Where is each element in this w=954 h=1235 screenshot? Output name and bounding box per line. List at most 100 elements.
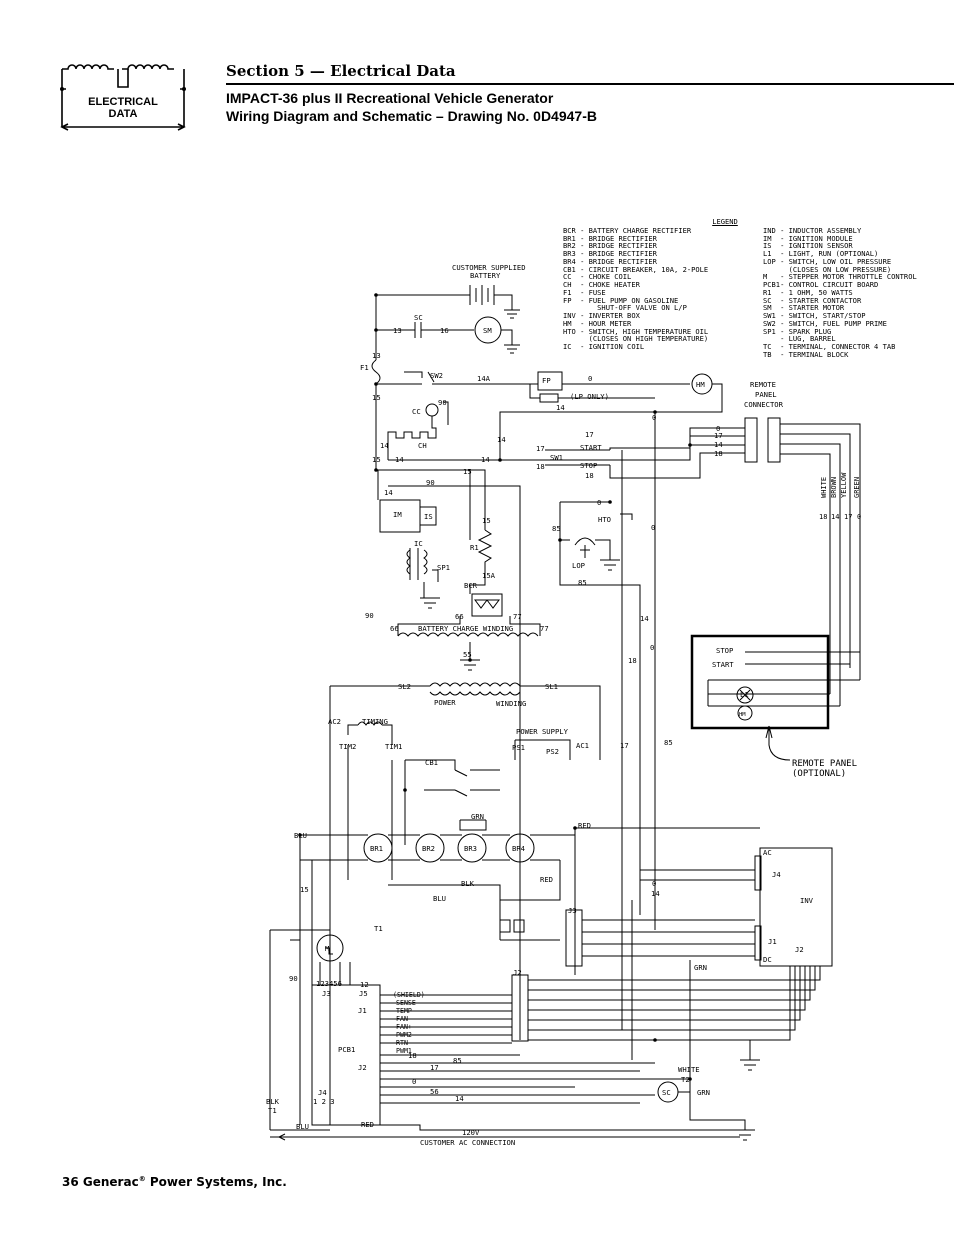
wire-17b: 17 <box>585 430 594 439</box>
label-ch: CH <box>418 441 427 450</box>
label-tim1: TIM1 <box>385 742 402 751</box>
wire-14e: 14 <box>395 455 404 464</box>
label-j4-inv: J4 <box>772 870 781 879</box>
legend-entry-left: (CLOSES ON HIGH TEMPERATURE) <box>563 335 709 343</box>
wire-17a: 17 <box>714 431 723 440</box>
label-sp1: SP1 <box>437 563 450 572</box>
label-blu-3: BLU <box>296 1122 309 1131</box>
label-j1-board: J1 <box>358 1006 367 1015</box>
footer-company: Generac <box>82 1175 139 1189</box>
wire-15a: 15 <box>372 393 381 402</box>
coil-logo-icon <box>60 64 186 131</box>
label-rc-green: GREEN <box>853 477 861 498</box>
wire-90d: 90 <box>289 974 298 983</box>
legend-entry-left: BR1 - BRIDGE RECTIFIER <box>563 234 657 243</box>
label-grn-1: GRN <box>471 812 484 821</box>
wire-13b: 13 <box>372 351 381 360</box>
label-j4-pins: 1 2 3 <box>313 1097 335 1106</box>
label-blk-2: BLK <box>266 1097 280 1106</box>
label-j2-inv: J2 <box>795 945 804 954</box>
legend-entry-right: - LUG, BARREL <box>763 334 836 344</box>
label-j3-board: J3 <box>322 989 331 998</box>
legend-entry-left: HTO - SWITCH, HIGH TEMPERATURE OIL <box>563 327 709 336</box>
label-sc: SC <box>414 313 423 322</box>
wire-85a: 85 <box>552 524 561 533</box>
legend-entry-right: TB - TERMINAL BLOCK <box>763 349 849 359</box>
pcb-pin-sense: SENSE <box>396 999 416 1007</box>
wire-16: 16 <box>440 326 449 335</box>
label-rp-hm: HM <box>739 712 746 718</box>
legend-entry-left: BR3 - BRIDGE RECTIFIER <box>563 250 657 258</box>
label-grn-3: GRN <box>697 1088 710 1097</box>
pcb-pin-fanplus: FAN+ <box>396 1023 412 1031</box>
label-rpc-3: CONNECTOR <box>744 400 784 409</box>
wire-90c: 90 <box>365 611 374 620</box>
label-br2: BR2 <box>422 844 435 853</box>
label-stop: STOP <box>580 461 597 470</box>
label-is: IS <box>424 512 433 521</box>
label-m: M <box>325 944 330 953</box>
legend-entry-left: CC - CHOKE COIL <box>563 273 632 281</box>
wire-14a-label: 14A <box>477 374 491 383</box>
label-tim2: TIM2 <box>339 742 356 751</box>
label-rw-18: 18 <box>819 513 827 521</box>
wire-17d: 17 <box>620 741 629 750</box>
label-sw2: SW2 <box>430 371 443 380</box>
label-blk-1: BLK <box>461 879 475 888</box>
label-j3: J3 <box>568 906 577 915</box>
label-rp-start: START <box>712 660 734 669</box>
label-t1-b: T1 <box>268 1106 277 1115</box>
wire-0e: 0 <box>651 523 655 532</box>
logo-line1: ELECTRICAL <box>88 96 158 108</box>
label-rc-white: WHITE <box>820 477 828 498</box>
wire-14g: 14 <box>714 440 723 449</box>
footer-suffix: Power Systems, Inc. <box>149 1175 287 1189</box>
legend-entry-right: L1 - LIGHT, RUN (OPTIONAL) <box>763 249 879 258</box>
label-ac: AC <box>763 848 772 857</box>
label-br4: BR4 <box>512 844 525 853</box>
page-footer: 36 Generac® Power Systems, Inc. <box>62 1175 287 1189</box>
label-cc: CC <box>412 407 421 416</box>
label-blu-1: BLU <box>294 831 307 840</box>
wire-85c: 85 <box>664 738 673 747</box>
legend-row: (CLOSES ON HIGH TEMPERATURE) - LUG, BARR… <box>563 335 923 343</box>
wire-15c: 15 <box>463 467 472 476</box>
title-line2: Wiring Diagram and Schematic – Drawing N… <box>226 108 597 124</box>
wire-17c: 17 <box>536 444 545 453</box>
page-header: Section 5 — Electrical Data IMPACT-36 pl… <box>226 60 954 125</box>
wire-15d: 15 <box>482 516 491 525</box>
legend-row: BR3 - BRIDGE RECTIFIER L1 - LIGHT, RUN (O… <box>563 250 923 258</box>
label-t1-a: T1 <box>374 924 383 933</box>
legend-entry-left: IC - IGNITION COIL <box>563 343 645 351</box>
label-ac2: AC2 <box>328 717 341 726</box>
pcb-pin-rtn: RTN <box>396 1039 408 1047</box>
wire-85d: 85 <box>453 1056 462 1065</box>
pcb-pin-shield: (SHIELD) <box>393 991 425 999</box>
section-title: Section 5 — Electrical Data <box>226 62 456 80</box>
legend-entry-right: (CLOSES ON LOW PRESSURE) <box>763 264 892 274</box>
label-l1: L1 <box>740 690 749 699</box>
wire-90a: 90 <box>438 398 447 407</box>
label-lp-only: (LP ONLY) <box>570 392 609 401</box>
legend-entry-right: SC - STARTER CONTACTOR <box>763 295 862 305</box>
legend-entry-right: IS - IGNITION SENSOR <box>763 241 853 251</box>
pcb-pin-temp: TEMP <box>396 1007 412 1015</box>
wire-77a: 77 <box>513 612 522 621</box>
label-rc-yellow: YELLOW <box>840 472 848 498</box>
label-j2-a: J2 <box>513 968 522 977</box>
wire-90b: 90 <box>426 478 435 487</box>
legend-entry-right: IND - INDUCTOR ASSEMBLY <box>763 225 862 235</box>
wire-66a: 66 <box>455 612 464 621</box>
electrical-data-logo: ELECTRICAL DATA <box>58 57 188 132</box>
label-dc: DC <box>763 955 772 964</box>
label-remote-panel-1: REMOTE PANEL <box>792 759 857 769</box>
label-fp: FP <box>542 376 551 385</box>
header-rule <box>226 83 954 85</box>
label-rpc-1: REMOTE <box>750 380 776 389</box>
